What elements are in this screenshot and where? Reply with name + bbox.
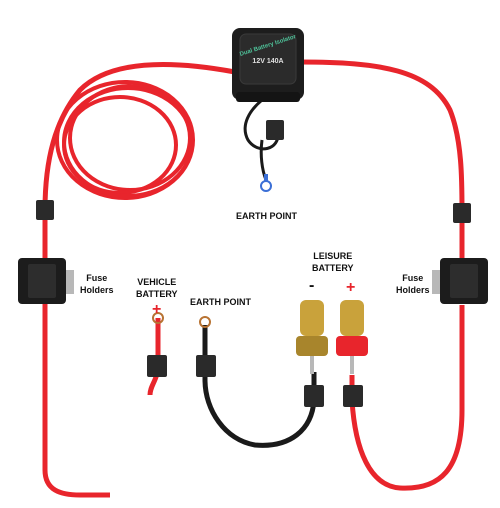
- leisure-battery-label: LEISURE BATTERY: [312, 251, 354, 273]
- red-cable-coil: [55, 80, 195, 200]
- battery-terminal-icon: [296, 300, 368, 374]
- cable-clip-icon: [36, 120, 471, 407]
- red-cable-right-lower: [349, 305, 465, 491]
- earth-point-top-label: EARTH POINT: [236, 211, 298, 221]
- vehicle-battery-label: VEHICLE BATTERY: [136, 277, 178, 299]
- vehicle-ring-terminal: [152, 312, 164, 324]
- black-earth-cable: [202, 325, 317, 448]
- ring-terminal-icon: [260, 174, 272, 192]
- red-cable-top: [42, 62, 236, 265]
- fuse-holders-left-label: Fuse Holders: [80, 273, 114, 295]
- vehicle-plus-sign: +: [152, 301, 162, 318]
- fuse-holder-icon: [18, 258, 488, 304]
- isolator-label-line2: 12V 140A: [252, 58, 284, 65]
- earth-point-middle-label: EARTH POINT: [190, 297, 252, 307]
- leisure-plus-sign: +: [346, 279, 356, 296]
- battery-isolator-icon: [232, 28, 304, 102]
- leisure-minus-sign: -: [309, 277, 315, 294]
- red-cable-left-lower: [42, 300, 110, 498]
- red-cable-top-right: [299, 59, 465, 262]
- fuse-holders-right-label: Fuse Holders: [396, 273, 430, 295]
- earth-ring-terminal: [199, 316, 211, 328]
